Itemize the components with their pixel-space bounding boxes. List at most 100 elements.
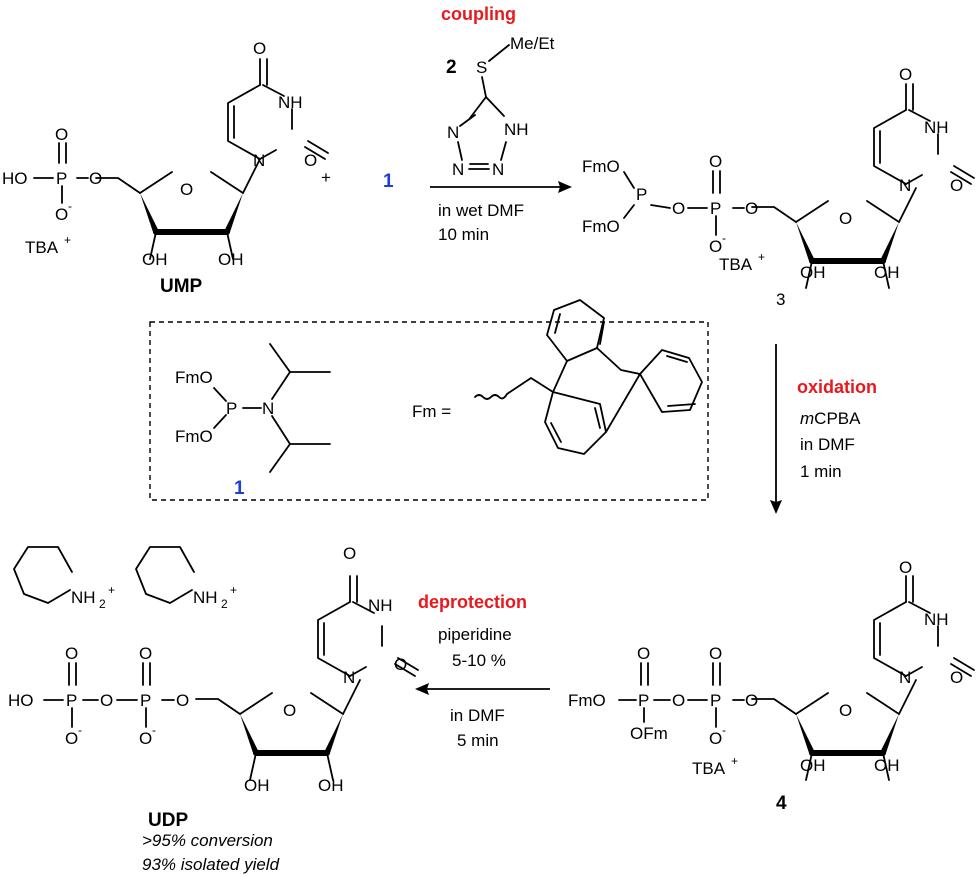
c4-p2: P <box>710 691 721 710</box>
c3-n1: N <box>899 176 911 195</box>
ump-tba-plus: + <box>64 233 71 247</box>
compound-4-label: 4 <box>776 793 787 814</box>
r1-n: N <box>262 399 274 418</box>
oxidation-label: oxidation <box>797 377 877 397</box>
r1-p: P <box>226 399 237 418</box>
c3-p2: P <box>710 199 721 218</box>
compound-3-structure: O NH O O N OH OH O P O O - O P FmO FmO T… <box>582 65 975 309</box>
plus-sign: + <box>321 168 331 187</box>
c4-ofm: OFm <box>630 724 668 743</box>
c3-ring-o: O <box>839 209 852 228</box>
coupling-condition-1: in wet DMF <box>438 201 524 220</box>
tetrazole-n2: N <box>492 160 504 179</box>
udp-oh2: OH <box>318 776 344 795</box>
oxidation-m-italic: m <box>800 409 814 428</box>
c3-minus: - <box>722 231 726 245</box>
c4-o-minus: O <box>709 729 722 748</box>
c4-fmo: FmO <box>568 691 606 710</box>
yield-text: 93% isolated yield <box>142 855 280 874</box>
udp-ho: HO <box>8 691 34 710</box>
pip1-sub2: 2 <box>99 597 106 611</box>
compound-4-structure: O NH O O N OH OH O P O O - O P O OFm FmO… <box>568 558 975 814</box>
ump-tba: TBA <box>25 238 59 257</box>
ump-o4: O <box>253 39 266 58</box>
ump-ho: HO <box>2 169 28 188</box>
ump-structure: O NH O O N OH OH O P HO O O - TBA + UMP <box>2 39 329 297</box>
c3-o2: O <box>950 176 963 195</box>
udp-p2-minus: - <box>152 723 156 737</box>
tetrazole-n3: N <box>452 160 464 179</box>
ump-oh2: OH <box>218 250 244 269</box>
c3-o4: O <box>899 65 912 84</box>
compound-3-label: 3 <box>776 290 785 309</box>
ump-nh: NH <box>278 93 303 112</box>
udp-bridge-o: O <box>100 691 113 710</box>
c3-nh: NH <box>924 118 949 137</box>
deprotection-condition-1: piperidine <box>438 625 512 644</box>
ump-o-minus: O <box>55 205 68 224</box>
c3-fmo-bottom: FmO <box>582 217 620 236</box>
c3-tba-plus: + <box>758 250 765 264</box>
udp-label: UDP <box>148 810 188 831</box>
c3-o5: O <box>745 199 758 218</box>
c4-nh: NH <box>924 610 949 629</box>
pip2-sub2: 2 <box>221 597 228 611</box>
udp-oh3: OH <box>244 776 270 795</box>
deprotection-condition-2: 5-10 % <box>452 651 506 670</box>
conversion-text: >95% conversion <box>142 831 273 850</box>
c4-p1-oxo: O <box>637 644 650 663</box>
ump-n1: N <box>253 151 265 170</box>
coupling-label: coupling <box>441 4 516 24</box>
c4-o4: O <box>899 558 912 577</box>
c3-bridge-o: O <box>672 199 685 218</box>
c3-tba: TBA <box>719 255 753 274</box>
c4-minus: - <box>722 723 726 737</box>
c4-oh3: OH <box>800 756 826 775</box>
ump-label: UMP <box>160 276 203 297</box>
tetrazole-nh: NH <box>504 120 529 139</box>
c4-p2-oxo: O <box>709 644 722 663</box>
c4-n1: N <box>899 668 911 687</box>
c4-oh2: OH <box>874 756 900 775</box>
c3-oh3: OH <box>800 263 826 282</box>
c3-p2-oxo: O <box>709 152 722 171</box>
c4-bridge-o: O <box>672 691 685 710</box>
udp-o4: O <box>343 544 356 563</box>
ump-p-oxo: O <box>55 125 68 144</box>
udp-ring-o: O <box>283 701 296 720</box>
tetrazole-n4: N <box>447 123 459 142</box>
c4-tba-plus: + <box>731 754 738 768</box>
oxidation-condition-2: in DMF <box>800 435 855 454</box>
deprotection-condition-4: 5 min <box>457 731 499 750</box>
udp-o5: O <box>176 691 189 710</box>
piperidinium-2: NH 2 + <box>135 546 237 611</box>
pip2-plus: + <box>230 583 237 597</box>
ump-oh3: OH <box>142 250 168 269</box>
udp-p1-oxo: O <box>65 644 78 663</box>
udp-p1-o-minus: O <box>65 729 78 748</box>
tetrazole-s: S <box>476 58 487 77</box>
coupling-condition-2: 10 min <box>438 225 489 244</box>
c3-p3: P <box>636 185 647 204</box>
ump-o5: O <box>89 169 102 188</box>
pip1-plus: + <box>108 583 115 597</box>
piperidinium-1: NH 2 + <box>13 546 115 611</box>
udp-p2: P <box>140 691 151 710</box>
reagent-1-box-label: 1 <box>234 478 245 499</box>
reagent-definition-box <box>149 321 709 501</box>
fluorenylmethyl-structure <box>474 299 703 455</box>
udp-p2-oxo: O <box>139 644 152 663</box>
ump-ring-o: O <box>180 180 193 199</box>
oxidation-cpba: CPBA <box>814 409 861 428</box>
oxidation-condition-3: 1 min <box>800 462 842 481</box>
tetrazole-structure: S Me/Et NH N N N <box>447 34 555 179</box>
r1-fmo-bottom: FmO <box>175 427 213 446</box>
udp-n1: N <box>343 668 355 687</box>
ump-o2: O <box>304 151 317 170</box>
pip2-nh: NH <box>193 588 218 607</box>
c3-o-minus: O <box>709 237 722 256</box>
c3-fmo-top: FmO <box>582 157 620 176</box>
reagent-1-label: 1 <box>383 171 394 192</box>
r1-fmo-top: FmO <box>175 368 213 387</box>
